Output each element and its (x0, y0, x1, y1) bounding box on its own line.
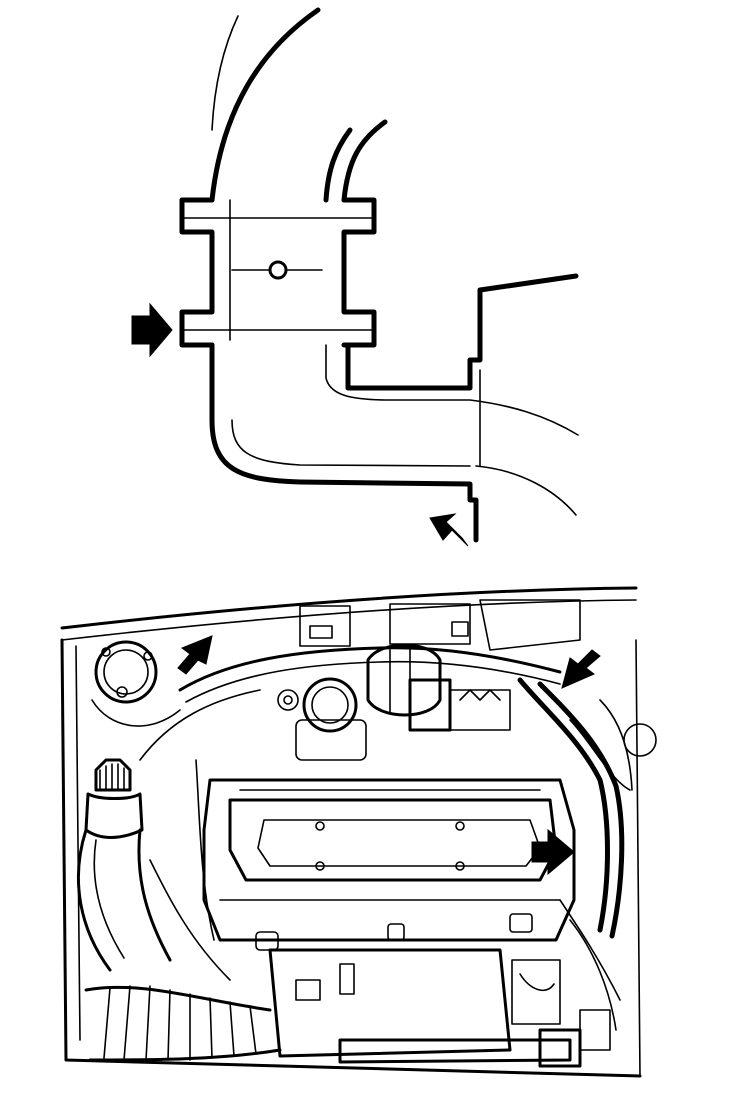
engine-left-arrow (177, 635, 213, 675)
intake-ribbed-hose (84, 985, 282, 1062)
clamp-screw (268, 260, 288, 280)
engine-center-arrow (531, 828, 575, 876)
pipe-outer-wall-bottom (209, 342, 479, 543)
bay-frame (60, 638, 642, 1078)
wire-harness-top-2 (185, 660, 561, 703)
pipe-detail (131, 7, 579, 547)
right-cap (623, 723, 657, 757)
hose-left-inner (137, 828, 172, 962)
wire-left-vertical (195, 759, 215, 941)
detail-left-arrow (131, 302, 173, 358)
engine-bay (60, 586, 657, 1078)
pipe-inner-wall-top (341, 119, 388, 203)
hose-right-inner (537, 681, 625, 939)
pipe-outer-wall-top (209, 7, 321, 203)
hose-right-branch-2 (599, 699, 633, 791)
pipe-connector-clamp (179, 197, 377, 348)
pipe-inner-wall-bottom (345, 273, 579, 391)
pipe-branch-lower (475, 465, 577, 516)
wire-left-lower (149, 859, 231, 981)
wire-left (139, 689, 261, 761)
firewall-structures (299, 599, 581, 651)
bay-frame-right (635, 639, 641, 1077)
wire-harness-top (178, 646, 562, 692)
lower-components (268, 948, 611, 1068)
bay-frame-inner (75, 645, 81, 1041)
hood-edge (60, 586, 638, 630)
pipe-branch-upper (325, 344, 579, 436)
hose-right-outer (517, 677, 610, 933)
wire-right-lower (559, 899, 621, 1001)
hose-right-branch (569, 719, 631, 791)
ignition-module (408, 678, 511, 732)
pipe-inner-line-bottom (231, 419, 471, 467)
coolant-reservoir (91, 640, 181, 727)
hood-edge-inner (61, 599, 637, 641)
detail-bottom-arrow (429, 513, 469, 547)
throttle-body (277, 677, 367, 761)
wire-right-lower-2 (569, 919, 617, 1031)
engine-right-arrow (561, 649, 601, 689)
oil-filler-cap (84, 758, 144, 839)
pipe-outer-shadow (211, 15, 239, 131)
hose-left-rib (93, 839, 125, 959)
valve-cover (202, 778, 576, 951)
hose-left-outer (76, 828, 112, 972)
pipe-inner-wall-top-2 (323, 127, 353, 203)
